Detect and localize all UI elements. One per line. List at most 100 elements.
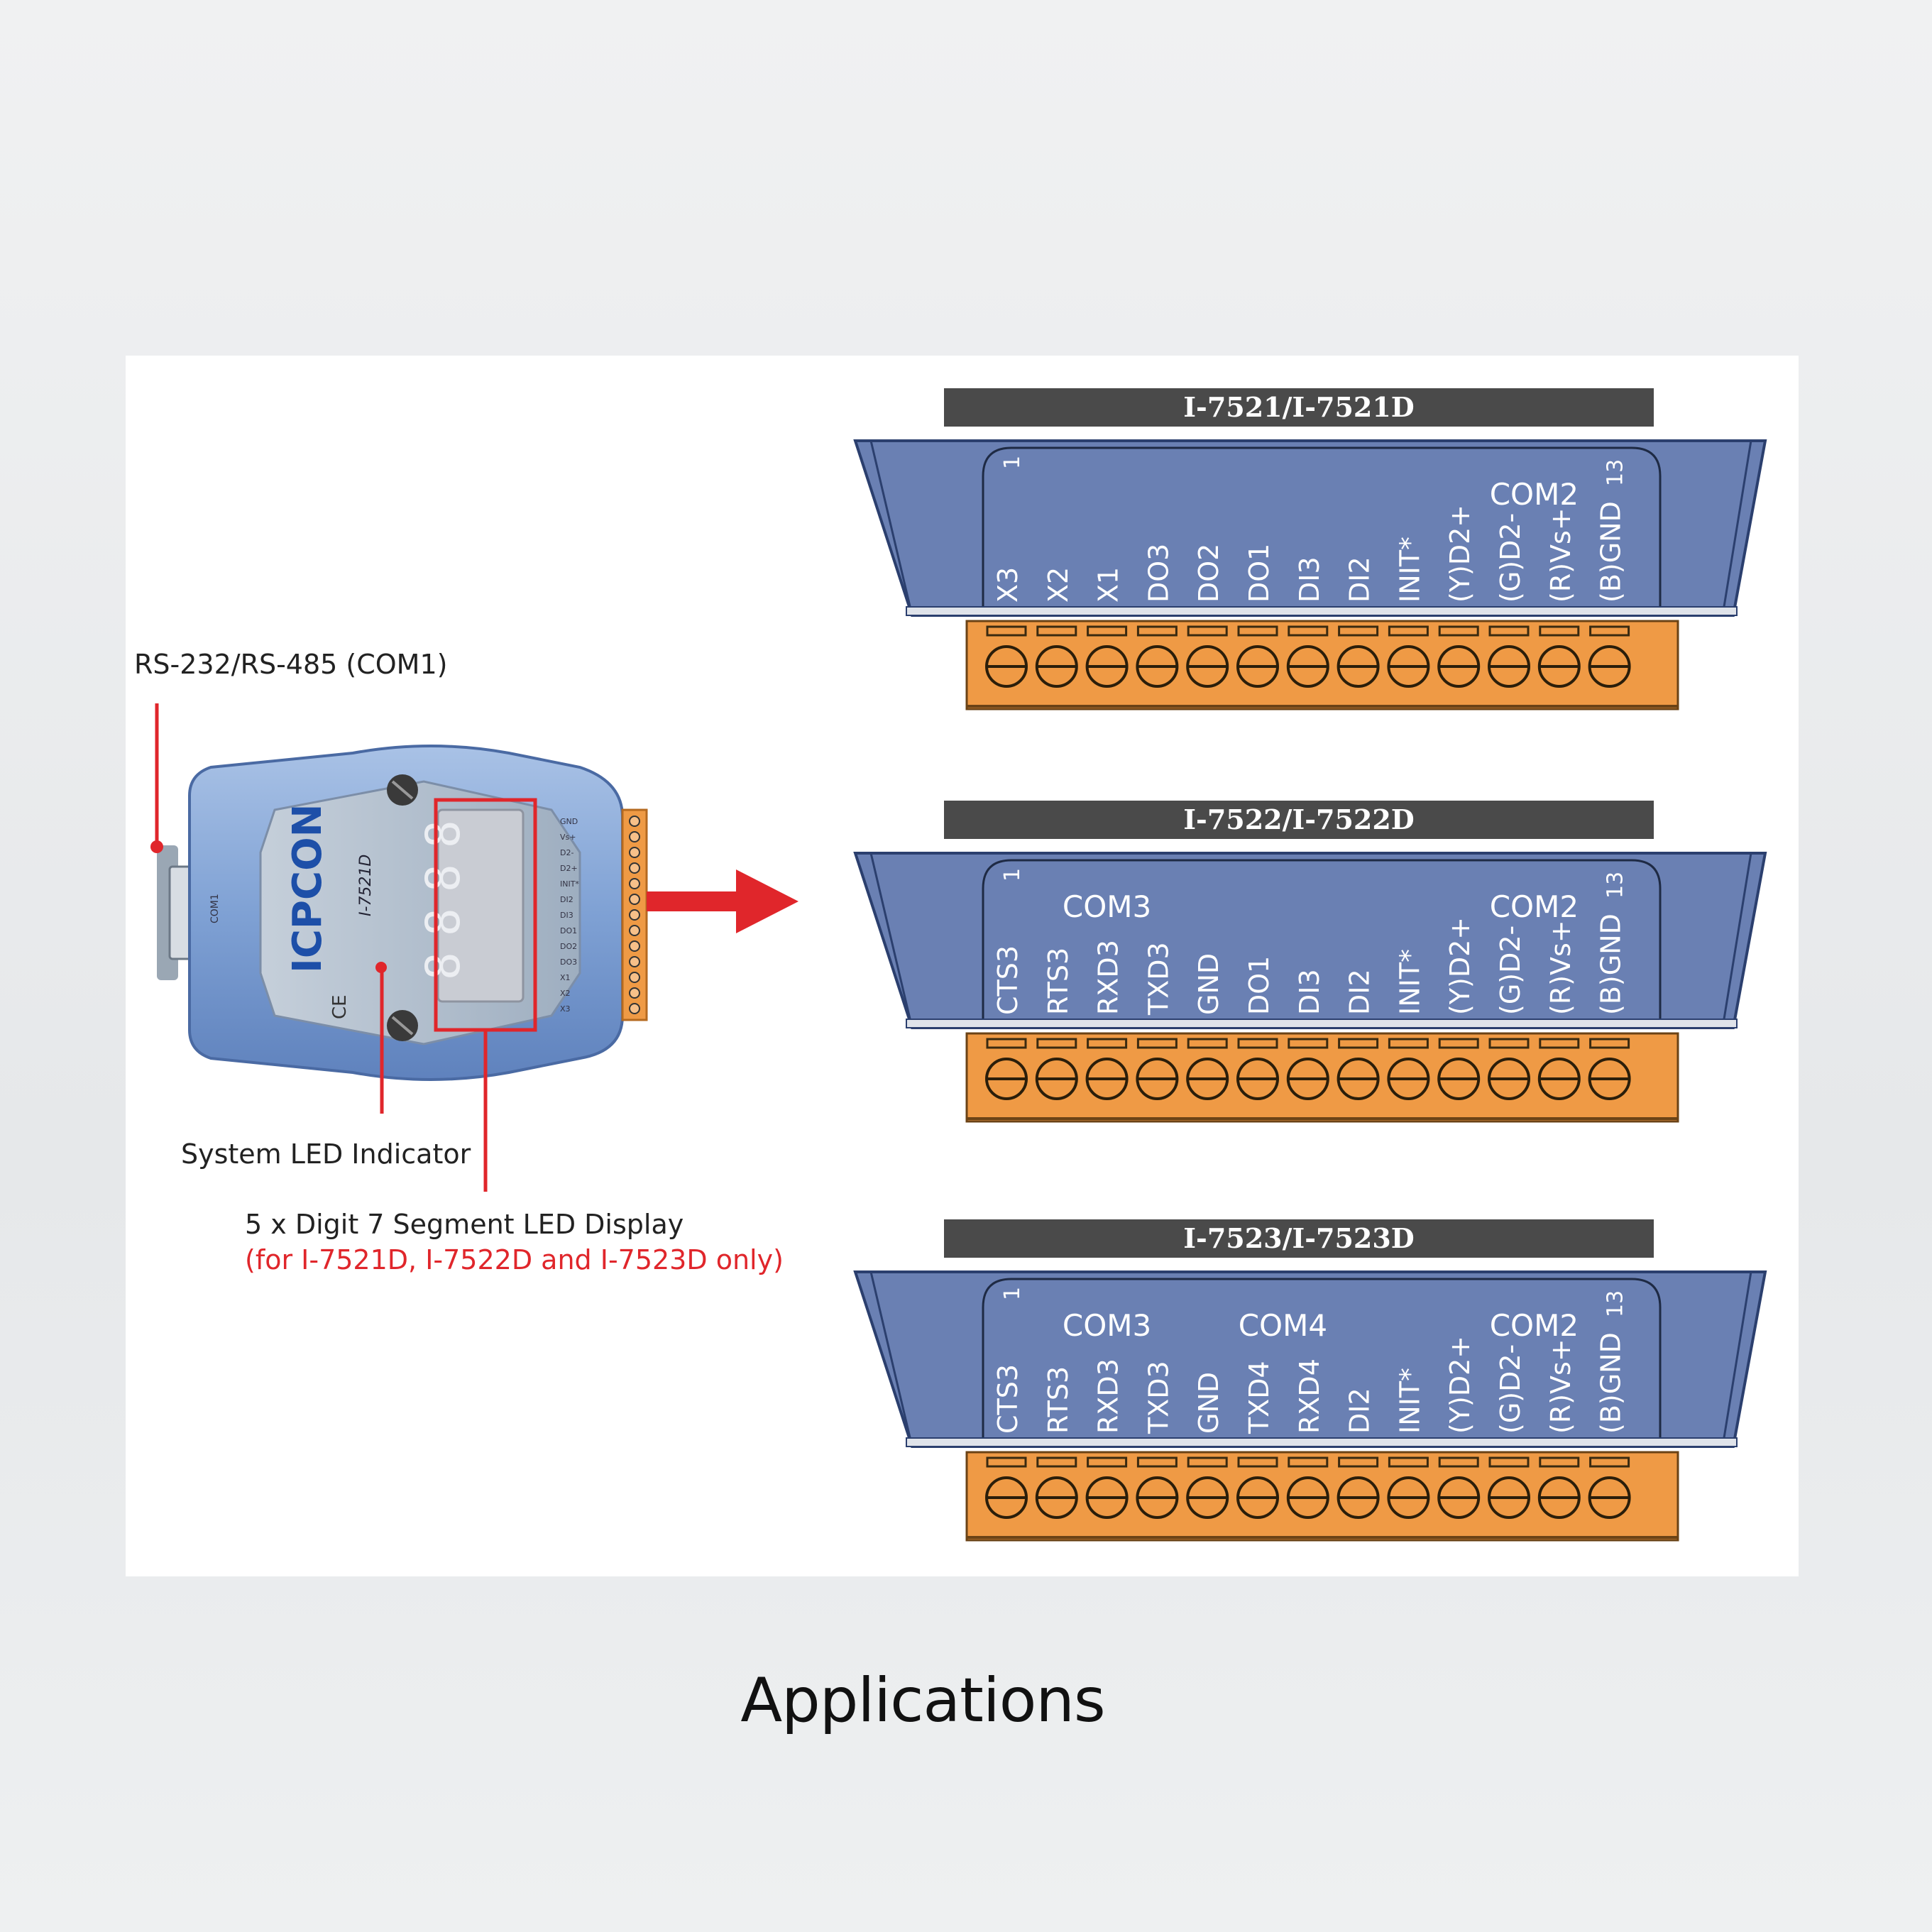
terminal-slot [1589, 1456, 1630, 1468]
terminal-slot [1237, 625, 1278, 637]
com1-port-text: COM1 [209, 894, 221, 923]
pin-first-number: 1 [1000, 868, 1025, 882]
side-pin-label: GND [560, 817, 578, 826]
arrow-right-icon [647, 891, 739, 911]
side-terminal-screw [629, 1003, 640, 1014]
terminal-slot [1237, 1038, 1278, 1049]
terminal-slot [986, 625, 1027, 637]
pin-label: RXD3 [1093, 1359, 1124, 1434]
side-pin-label: DO3 [560, 957, 577, 967]
terminal-slot [1136, 1456, 1178, 1468]
pin-label: RXD4 [1294, 1359, 1325, 1434]
terminal-slot [1187, 625, 1228, 637]
side-terminal-screw [629, 972, 640, 983]
callout-system-led-label: System LED Indicator [181, 1138, 471, 1170]
pin-label: TXD4 [1244, 1361, 1275, 1434]
pin-label: (G)D2- [1495, 1344, 1526, 1434]
terminal-slot [1438, 1038, 1479, 1049]
pin-label: X3 [992, 567, 1023, 603]
terminal-slot [1338, 625, 1379, 637]
pin-label: (G)D2- [1495, 926, 1526, 1015]
module-label-panel [982, 1278, 1662, 1442]
terminal-slot [986, 1456, 1027, 1468]
side-pin-label: DO1 [560, 926, 577, 935]
pin-label: CTS3 [992, 945, 1023, 1015]
module-title: I-7523/I-7523D [1183, 1222, 1414, 1254]
side-pin-label: X1 [560, 973, 571, 982]
com-group-label: COM3 [1063, 889, 1151, 924]
terminal-slot [1388, 1038, 1429, 1049]
side-terminal-screw [629, 816, 640, 827]
pin-first-number: 1 [1000, 456, 1025, 469]
terminal-slot [1589, 625, 1630, 637]
pin-label: DI2 [1344, 969, 1376, 1015]
pin-label: (Y)D2+ [1444, 1336, 1476, 1434]
side-terminal-screw [629, 894, 640, 905]
side-pin-label: DO2 [560, 942, 577, 951]
terminal-slot [1136, 1038, 1178, 1049]
terminal-slot [1488, 1038, 1530, 1049]
side-terminal-screw [629, 987, 640, 999]
side-terminal-screw [629, 940, 640, 952]
callout-seg-display-note: (for I-7521D, I-7522D and I-7523D only) [245, 1244, 784, 1275]
pin-label: (B)GND [1596, 1332, 1627, 1434]
terminal-slot [1539, 625, 1580, 637]
terminal-slot [1539, 1456, 1580, 1468]
pin-label: DI2 [1344, 556, 1376, 603]
terminal-slot [1488, 1456, 1530, 1468]
pin-label: (Y)D2+ [1444, 505, 1476, 603]
terminal-slot [1338, 1456, 1379, 1468]
pin-label: DI2 [1344, 1388, 1376, 1434]
pin-label: (B)GND [1596, 913, 1627, 1015]
terminal-slot [1036, 1038, 1077, 1049]
pin-label: (Y)D2+ [1444, 917, 1476, 1015]
pin-label: GND [1193, 1372, 1224, 1434]
terminal-slot [1288, 1456, 1329, 1468]
side-terminal-screw [629, 878, 640, 889]
pin-label: (B)GND [1596, 501, 1627, 603]
pin-first-number: 1 [1000, 1287, 1025, 1300]
terminal-slot [1187, 1456, 1228, 1468]
terminal-slot [986, 1038, 1027, 1049]
terminal-slot [1087, 625, 1128, 637]
pin-label: DO3 [1143, 544, 1174, 603]
module-title: I-7521/I-7521D [1183, 391, 1414, 423]
device-brand-logo: ICPCON [285, 803, 331, 973]
module-header-bar [944, 1219, 1654, 1258]
pin-label: GND [1193, 953, 1224, 1015]
pin-label: (R)Vs+ [1545, 1339, 1576, 1434]
terminal-slot [1438, 1456, 1479, 1468]
pin-label: INIT* [1394, 949, 1425, 1015]
seven-segment-digit: 8 [416, 908, 471, 936]
device-model-text: I-7521D [357, 855, 375, 916]
side-pin-label: DI2 [560, 895, 573, 904]
terminal-slot [1136, 625, 1178, 637]
seven-segment-digit: 8 [416, 952, 471, 980]
terminal-slot [1388, 1456, 1429, 1468]
terminal-slot [1036, 1456, 1077, 1468]
com-group-label: COM2 [1490, 477, 1579, 512]
side-terminal-screw [629, 831, 640, 842]
terminal-slot [1388, 625, 1429, 637]
side-pin-label: X2 [560, 989, 571, 998]
pin-label: (R)Vs+ [1545, 507, 1576, 603]
pin-label: INIT* [1394, 1368, 1425, 1434]
callout-seg-display-label: 5 x Digit 7 Segment LED Display [245, 1209, 684, 1240]
terminal-slot [1539, 1038, 1580, 1049]
side-pin-label: Vs+ [560, 833, 576, 842]
pin-label: RTS3 [1043, 1366, 1074, 1434]
side-terminal-screw [629, 925, 640, 936]
module-header-bar [944, 388, 1654, 427]
pin-label: X1 [1093, 567, 1124, 603]
side-pin-label: INIT* [560, 879, 579, 889]
pin-label: (G)D2- [1495, 513, 1526, 603]
terminal-slot [1488, 625, 1530, 637]
pin-label: TXD3 [1143, 1361, 1174, 1434]
seven-segment-digit: 8 [416, 864, 471, 892]
